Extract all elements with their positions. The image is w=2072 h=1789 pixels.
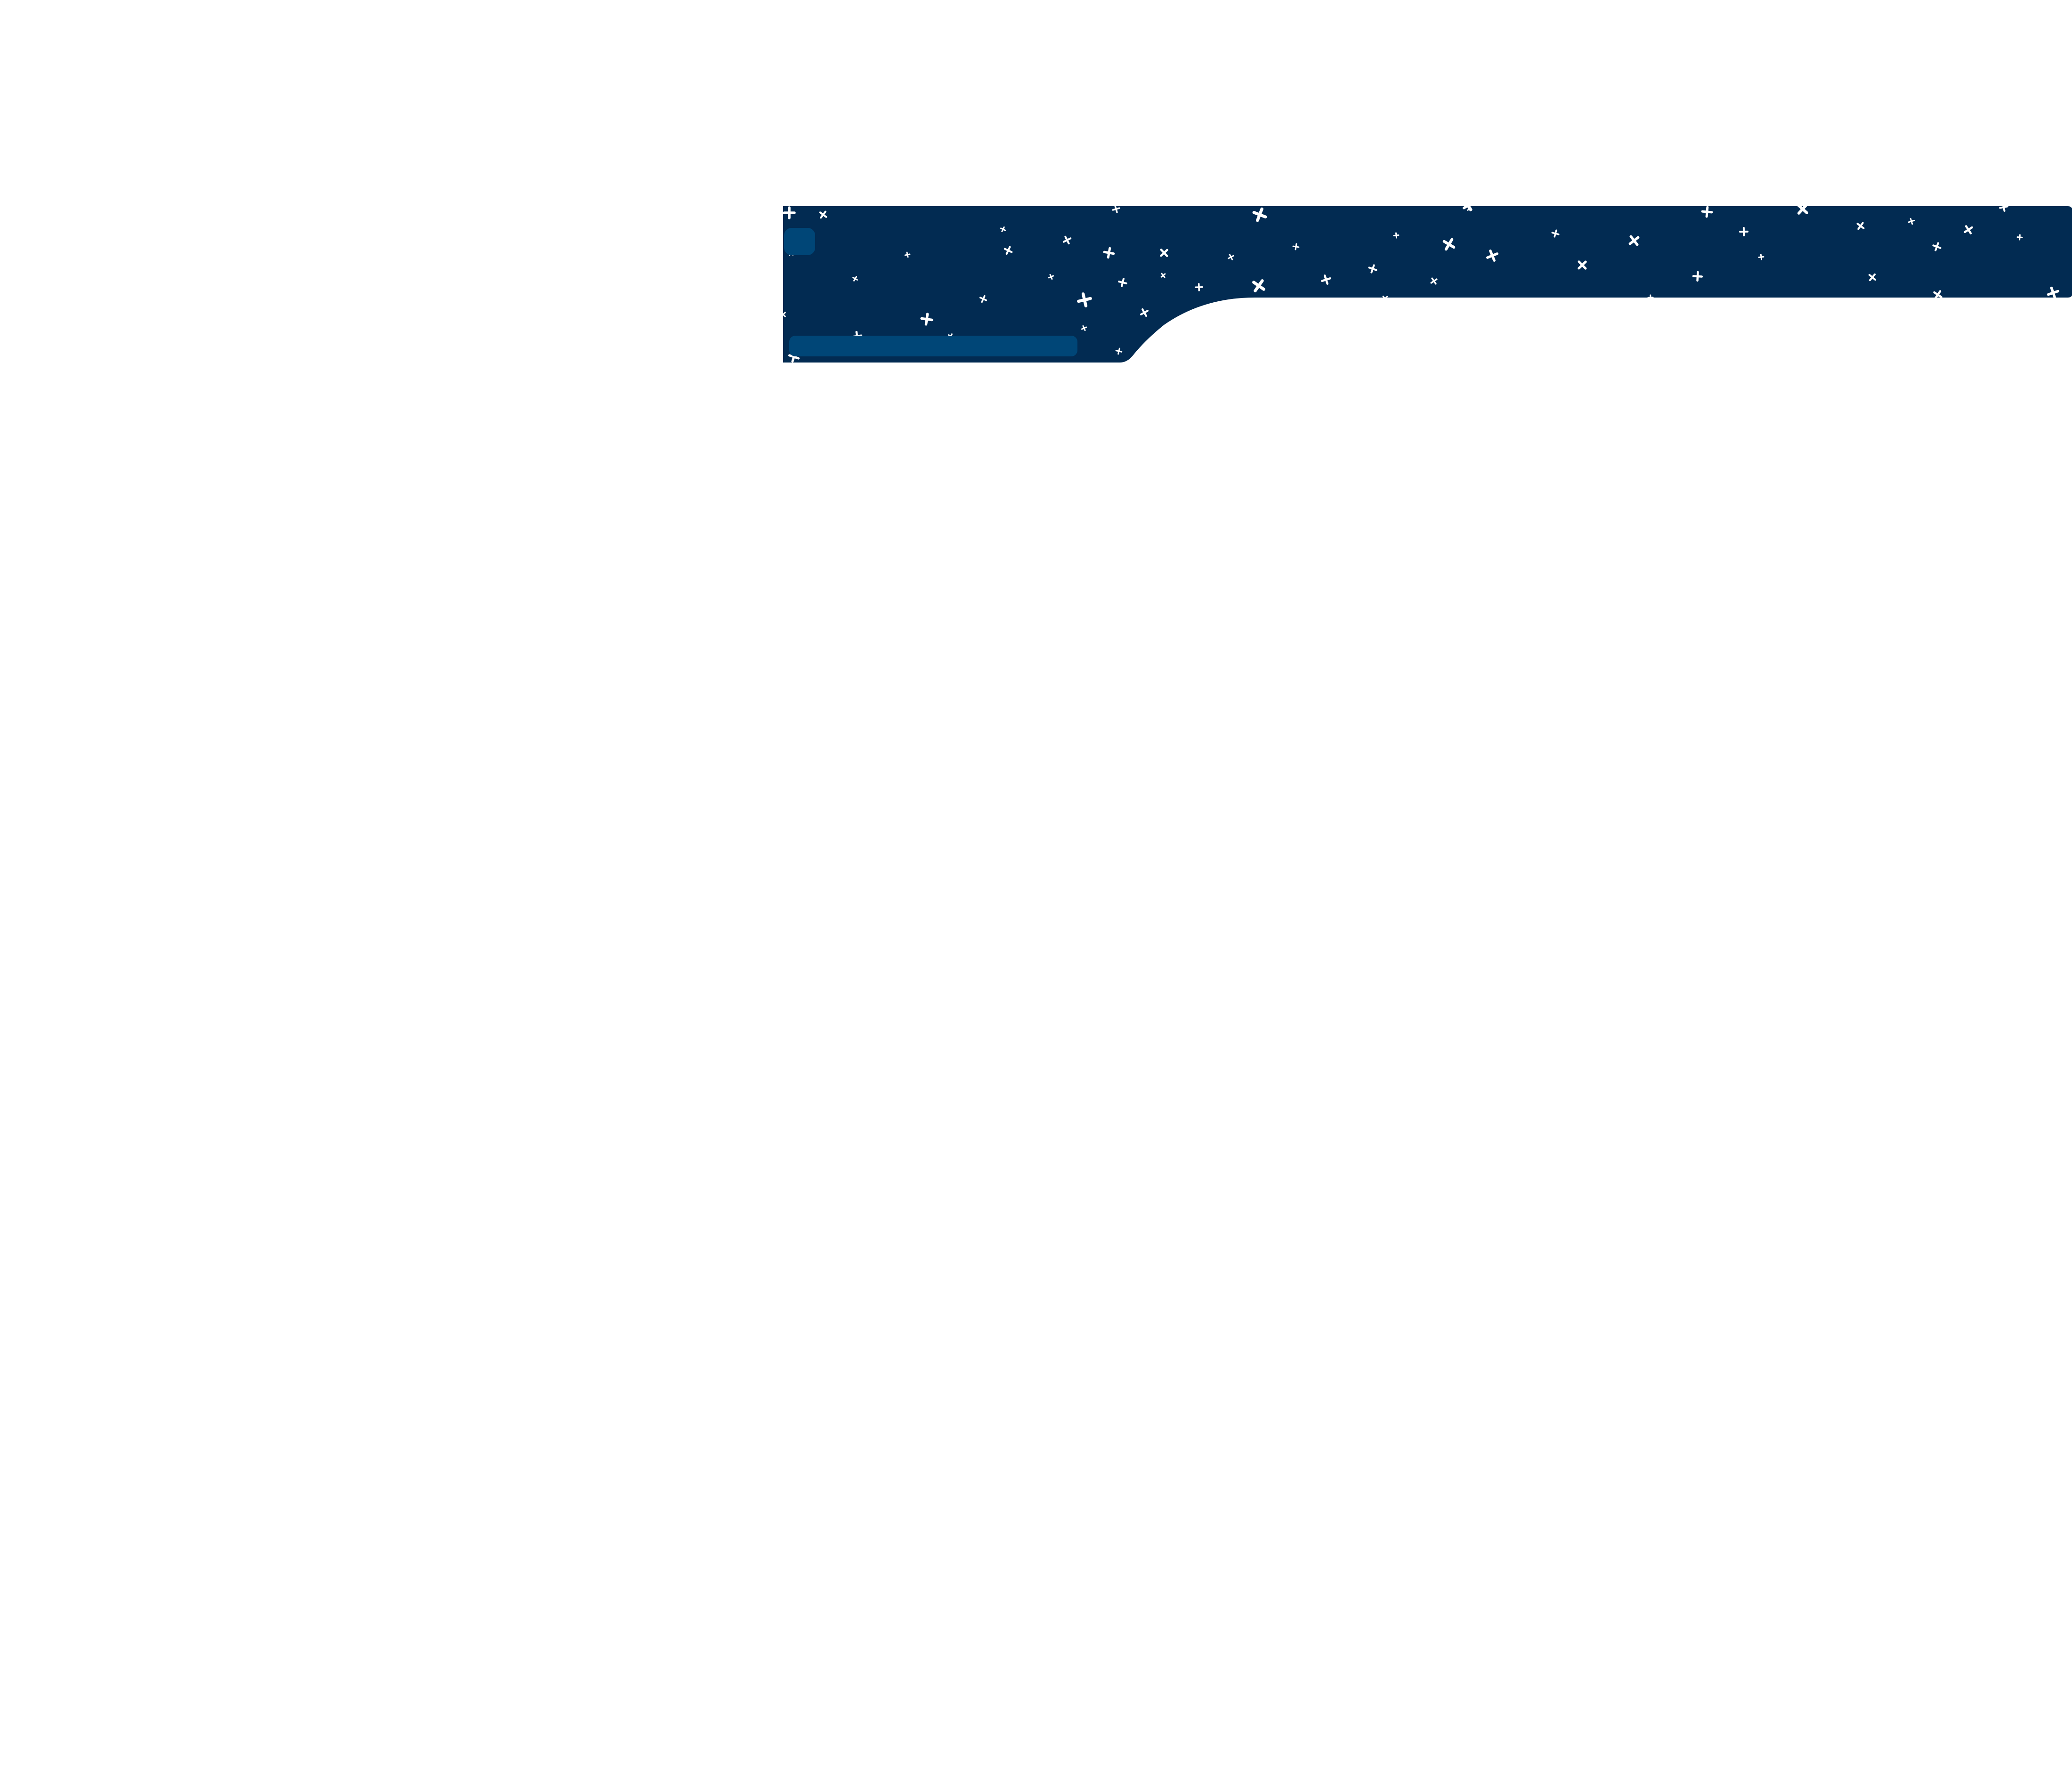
star-icon xyxy=(783,206,796,219)
star-icon xyxy=(1118,278,1127,287)
star-icon xyxy=(1103,247,1115,259)
star-icon xyxy=(819,210,827,219)
star-icon xyxy=(1140,308,1149,317)
star-icon xyxy=(1160,249,1168,257)
star-icon xyxy=(904,251,911,258)
star-icon xyxy=(1292,243,1300,250)
star-icon xyxy=(1195,283,1203,291)
star-icon xyxy=(1628,235,1640,246)
star-icon xyxy=(1081,325,1087,331)
star-icon xyxy=(1160,273,1166,278)
star-icon xyxy=(1856,222,1865,230)
star-icon xyxy=(1228,254,1234,260)
star-icon xyxy=(1739,227,1748,236)
star-icon xyxy=(1758,254,1764,260)
star-icon xyxy=(1393,232,1400,239)
star-icon xyxy=(1999,202,2008,212)
star-icon xyxy=(852,276,858,282)
star-icon xyxy=(2016,234,2023,241)
star-icon xyxy=(1368,264,1377,274)
star-icon xyxy=(1647,294,1654,301)
star-icon xyxy=(979,295,987,303)
star-icon xyxy=(1442,238,1456,251)
star-icon xyxy=(1112,205,1120,213)
star-icon xyxy=(1252,279,1265,292)
star-icon xyxy=(1932,242,1942,251)
star-icon xyxy=(1382,295,1388,302)
star-icon xyxy=(1321,274,1331,285)
star-icon xyxy=(780,312,786,317)
star-icon xyxy=(1430,277,1438,285)
star-icon xyxy=(1077,292,1092,307)
star-icon xyxy=(1486,250,1498,262)
star-icon xyxy=(1115,347,1123,355)
star-icon xyxy=(1797,203,1808,215)
star-icon xyxy=(1692,271,1703,282)
star-icon xyxy=(1252,207,1267,222)
star-icon xyxy=(1000,226,1006,232)
star-icon xyxy=(920,313,933,326)
menu-toggle-button[interactable] xyxy=(784,228,815,255)
star-icon xyxy=(1467,207,1472,211)
star-icon xyxy=(2047,286,2060,299)
star-icon xyxy=(1964,225,1973,234)
star-icon xyxy=(1048,274,1054,280)
star-icon xyxy=(1004,246,1013,255)
star-icon xyxy=(1701,206,1713,218)
star-icon xyxy=(1868,273,1877,282)
star-icon xyxy=(1933,290,1942,299)
star-icon xyxy=(1551,229,1560,238)
star-icon xyxy=(1578,260,1587,270)
search-bar[interactable] xyxy=(789,336,1077,356)
star-icon xyxy=(1908,218,1915,225)
star-icon xyxy=(1062,235,1072,245)
